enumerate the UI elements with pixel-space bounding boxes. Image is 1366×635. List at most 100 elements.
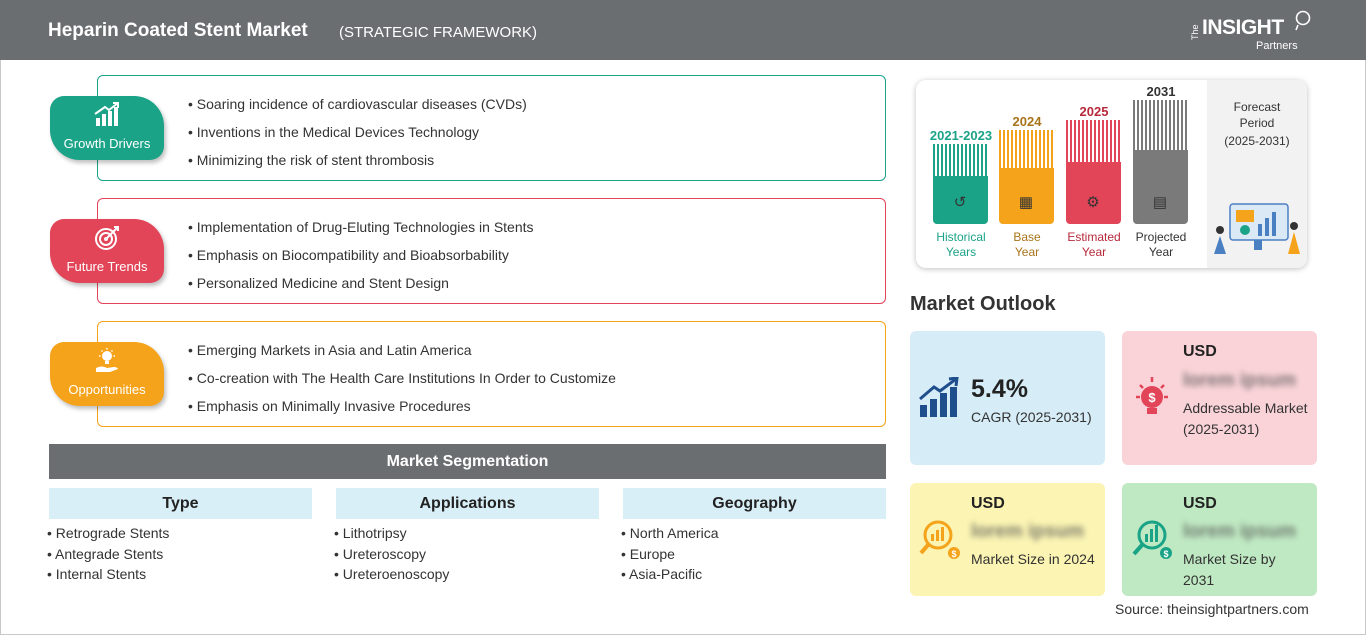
opportunities-badge: Opportunities bbox=[50, 342, 164, 406]
forecast-line1: Forecast bbox=[1233, 100, 1281, 114]
svg-text:$: $ bbox=[1148, 390, 1156, 405]
opportunities-panel: Emerging Markets in Asia and Latin Ameri… bbox=[97, 321, 886, 427]
opportunity-item: Emerging Markets in Asia and Latin Ameri… bbox=[188, 340, 616, 368]
segment-list-geography: North America Europe Asia-Pacific bbox=[621, 525, 719, 587]
history-icon: ↺ bbox=[953, 194, 967, 211]
timeline-bar: ▤ bbox=[1133, 100, 1188, 224]
addressable-desc: Addressable Market (2025-2031) bbox=[1183, 400, 1308, 437]
timeline-bar: ▦ bbox=[999, 130, 1054, 224]
future-trends-badge: Future Trends bbox=[50, 219, 164, 283]
future-trends-panel: Implementation of Drug-Eluting Technolog… bbox=[97, 198, 886, 304]
bar-stripes bbox=[933, 144, 988, 176]
addressable-market-card: $ USD lorem ipsum Addressable Market (20… bbox=[1122, 331, 1317, 465]
segment-item: North America bbox=[621, 525, 719, 546]
timeline-label-line2: Year bbox=[1014, 245, 1040, 259]
bar-stripes bbox=[1133, 100, 1188, 150]
growth-driver-item: Inventions in the Medical Devices Techno… bbox=[188, 122, 527, 150]
calendar-icon: ▦ bbox=[1018, 194, 1034, 211]
growth-driver-item: Minimizing the risk of stent thrombosis bbox=[188, 150, 527, 178]
timeline-label-line2: Year bbox=[1148, 245, 1174, 259]
segment-item: Internal Stents bbox=[47, 566, 169, 587]
segment-item: Antegrade Stents bbox=[47, 546, 169, 567]
cagr-value: 5.4% bbox=[971, 375, 1028, 403]
future-trend-item: Emphasis on Biocompatibility and Bioabso… bbox=[188, 245, 534, 273]
logo-insight-text: INSIGHT bbox=[1202, 16, 1284, 39]
growth-drivers-label: Growth Drivers bbox=[63, 136, 151, 151]
future-trend-item: Personalized Medicine and Stent Design bbox=[188, 273, 534, 301]
forecast-period-label: Forecast Period (2025-2031) bbox=[1210, 99, 1304, 149]
segment-item: Ureteroscopy bbox=[334, 546, 449, 567]
logo-the-text: The bbox=[1190, 24, 1200, 40]
growth-drivers-panel: Soaring incidence of cardiovascular dise… bbox=[97, 75, 886, 181]
forecast-line3: (2025-2031) bbox=[1224, 134, 1290, 148]
timeline-label-line1: Projected bbox=[1135, 230, 1187, 244]
market-forecast-icon: $ bbox=[1132, 520, 1172, 559]
segment-heading-applications: Applications bbox=[336, 488, 599, 519]
segment-heading-geography: Geography bbox=[623, 488, 886, 519]
timeline-bar: ↺ bbox=[933, 144, 988, 224]
target-icon bbox=[95, 226, 119, 250]
growth-driver-item: Soaring incidence of cardiovascular dise… bbox=[188, 94, 527, 122]
timeline-label-line2: Year bbox=[1081, 245, 1107, 259]
page-subtitle: (STRATEGIC FRAMEWORK) bbox=[339, 24, 538, 41]
segmentation-title: Market Segmentation bbox=[49, 444, 886, 479]
opportunities-label: Opportunities bbox=[68, 382, 146, 397]
forecast-line2: Period bbox=[1239, 116, 1275, 130]
market-analysis-icon: $ bbox=[919, 520, 960, 559]
addressable-usd: USD bbox=[1183, 343, 1217, 360]
size2024-desc: Market Size in 2024 bbox=[971, 551, 1095, 567]
size2031-desc: Market Size by 2031 bbox=[1183, 551, 1276, 588]
svg-text:$: $ bbox=[951, 549, 956, 559]
timeline-year: 2021-2023 bbox=[929, 128, 993, 143]
forecast-illustration-icon bbox=[1214, 203, 1300, 254]
future-trends-label: Future Trends bbox=[66, 259, 148, 274]
size2031-usd: USD bbox=[1183, 495, 1217, 512]
size2031-value: lorem ipsum bbox=[1183, 521, 1296, 542]
logo-partners-text: Partners bbox=[1256, 40, 1298, 52]
timeline-bar: ⚙ bbox=[1066, 120, 1121, 224]
header-bar: Heparin Coated Stent Market (STRATEGIC F… bbox=[0, 0, 1366, 60]
market-size-2031-card: $ USD lorem ipsum Market Size by 2031 bbox=[1122, 483, 1317, 596]
segment-item: Asia-Pacific bbox=[621, 566, 719, 587]
growth-drivers-badge: Growth Drivers bbox=[50, 96, 164, 160]
timeline-year: 2031 bbox=[1146, 84, 1176, 99]
market-size-2024-card: $ USD lorem ipsum Market Size in 2024 bbox=[910, 483, 1105, 596]
size2024-usd: USD bbox=[971, 495, 1005, 512]
timeline-year: 2024 bbox=[1012, 114, 1042, 129]
segment-heading-type: Type bbox=[49, 488, 312, 519]
timeline-label-line1: Historical bbox=[936, 230, 986, 244]
logo-bulb-icon bbox=[1295, 10, 1311, 31]
svg-text:$: $ bbox=[1163, 549, 1168, 559]
segment-list-type: Retrograde Stents Antegrade Stents Inter… bbox=[47, 525, 169, 587]
timeline-year: 2025 bbox=[1079, 104, 1109, 119]
segment-list-applications: Lithotripsy Ureteroscopy Ureteroenoscopy bbox=[334, 525, 450, 587]
segment-item: Ureteroenoscopy bbox=[334, 566, 450, 587]
bar-stripes bbox=[1066, 120, 1121, 162]
gears-icon: ⚙ bbox=[1086, 194, 1100, 211]
presentation-icon: ▤ bbox=[1152, 194, 1168, 211]
opportunity-item: Co-creation with The Health Care Institu… bbox=[188, 368, 616, 396]
insight-partners-logo[interactable]: The INSIGHT Partners bbox=[1190, 10, 1315, 52]
segment-item: Europe bbox=[621, 546, 719, 567]
timeline-label-line1: Estimated bbox=[1067, 230, 1121, 244]
segment-item: Lithotripsy bbox=[334, 525, 449, 546]
lightbulb-hand-icon bbox=[96, 348, 118, 372]
opportunity-item: Emphasis on Minimally Invasive Procedure… bbox=[188, 396, 616, 424]
source-note: Source: theinsightpartners.com bbox=[1115, 601, 1309, 617]
addressable-value: lorem ipsum bbox=[1183, 370, 1296, 391]
bar-stripes bbox=[999, 130, 1054, 168]
growth-chart-icon bbox=[919, 377, 959, 417]
page-title: Heparin Coated Stent Market bbox=[48, 20, 308, 41]
size2024-value: lorem ipsum bbox=[971, 521, 1084, 542]
cagr-label: CAGR (2025-2031) bbox=[971, 409, 1092, 425]
future-trend-item: Implementation of Drug-Eluting Technolog… bbox=[188, 217, 534, 245]
segment-item: Retrograde Stents bbox=[47, 525, 170, 546]
timeline-label-line1: Base bbox=[1013, 230, 1041, 244]
cagr-card: 5.4% CAGR (2025-2031) bbox=[910, 331, 1105, 465]
market-outlook-title: Market Outlook bbox=[910, 293, 1056, 315]
timeline-label-line2: Years bbox=[945, 245, 977, 259]
